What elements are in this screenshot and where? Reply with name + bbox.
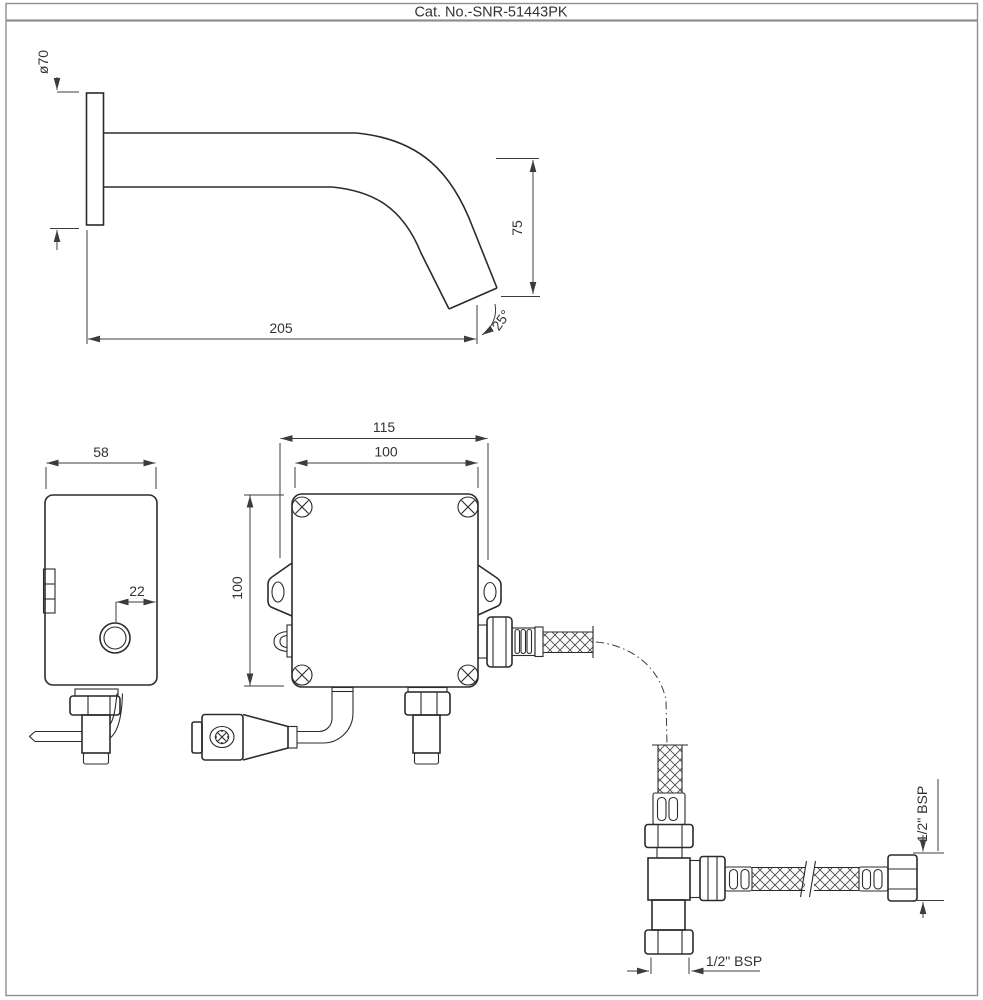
side-view-outlet-fitting xyxy=(69,688,121,765)
valve-bottom-nut xyxy=(644,929,694,955)
braided-hose-vertical xyxy=(657,745,683,793)
valve-body xyxy=(647,857,691,901)
sensor-wire xyxy=(297,691,354,744)
controller-side-body xyxy=(44,494,158,686)
dimension-box-height-100: 100 xyxy=(229,494,284,687)
box-height-label: 100 xyxy=(229,576,245,600)
vertical-ferrule xyxy=(652,792,686,826)
braided-hose-horizontal-2 xyxy=(814,866,859,892)
end-nut xyxy=(887,854,918,902)
dimension-height-75: 75 xyxy=(496,158,540,297)
catalog-number-title: Cat. No.-SNR-51443PK xyxy=(414,5,567,21)
screw-icon xyxy=(457,664,479,686)
outlet-thread-label: 1/2" BSP xyxy=(914,786,930,842)
dimension-port-offset-22: 22 xyxy=(115,583,156,622)
braided-hose-upper xyxy=(543,626,594,658)
height-label: 75 xyxy=(509,220,525,236)
cable-port xyxy=(331,686,354,693)
dimension-width-58: 58 xyxy=(45,444,157,489)
sheet-border xyxy=(5,2,979,997)
controller-side-view: 58 22 xyxy=(28,444,158,765)
side-width-label: 58 xyxy=(93,444,109,460)
side-clip xyxy=(42,568,56,614)
dimension-inlet-thread: 1/2" BSP xyxy=(627,953,762,975)
end-ferrule xyxy=(858,866,889,892)
length-label: 205 xyxy=(269,320,293,336)
branch-nut xyxy=(699,855,726,902)
spout-top-edge xyxy=(103,132,498,289)
valve-top-nut xyxy=(644,823,694,849)
valve-assembly: 1/2" BSP 1/2" BSP xyxy=(627,744,944,975)
inlet-thread-label: 1/2" BSP xyxy=(706,953,762,969)
spout-bottom-edge xyxy=(103,186,450,310)
inlet-fitting xyxy=(477,616,544,668)
cable-break-end xyxy=(28,731,36,742)
dimension-overall-width-115: 115 xyxy=(279,419,489,560)
diameter-label: ø70 xyxy=(35,50,51,74)
side-button-cap xyxy=(273,624,293,658)
branch-ferrule xyxy=(724,866,753,892)
front-view-outlet-fitting xyxy=(404,686,451,765)
sensor-port xyxy=(99,622,131,654)
overall-width-label: 115 xyxy=(373,419,396,435)
port-offset-label: 22 xyxy=(129,583,145,599)
corner-screws xyxy=(291,496,479,686)
left-mounting-ear xyxy=(267,562,293,617)
spout-tip-face xyxy=(448,287,498,310)
screw-icon xyxy=(291,496,313,518)
valve-bottom-pipe xyxy=(651,899,686,931)
wall-flange xyxy=(85,92,105,226)
dimension-angle-25: 25° xyxy=(481,303,514,336)
braided-hose-horizontal-1 xyxy=(752,866,805,892)
right-mounting-ear xyxy=(477,564,502,616)
dimension-length-205: 205 xyxy=(86,230,478,344)
angle-label: 25° xyxy=(488,307,513,334)
sensor-plug xyxy=(191,691,354,761)
hose-continuation-line xyxy=(595,641,668,746)
box-width-label: 100 xyxy=(374,444,398,460)
screw-icon xyxy=(457,496,479,518)
sensor-plug-emblem xyxy=(209,725,235,749)
dimension-outlet-thread: 1/2" BSP xyxy=(913,779,944,918)
controller-front-view: 115 100 100 xyxy=(229,419,668,765)
branch-collar xyxy=(689,859,701,899)
screw-icon xyxy=(291,664,313,686)
dimension-diameter-70: ø70 xyxy=(35,50,79,250)
spout-view: ø70 205 75 25° xyxy=(35,50,540,344)
dimension-box-width-100: 100 xyxy=(294,444,479,488)
power-cable xyxy=(28,693,124,743)
control-box xyxy=(291,493,479,688)
valve-neck xyxy=(656,847,683,858)
